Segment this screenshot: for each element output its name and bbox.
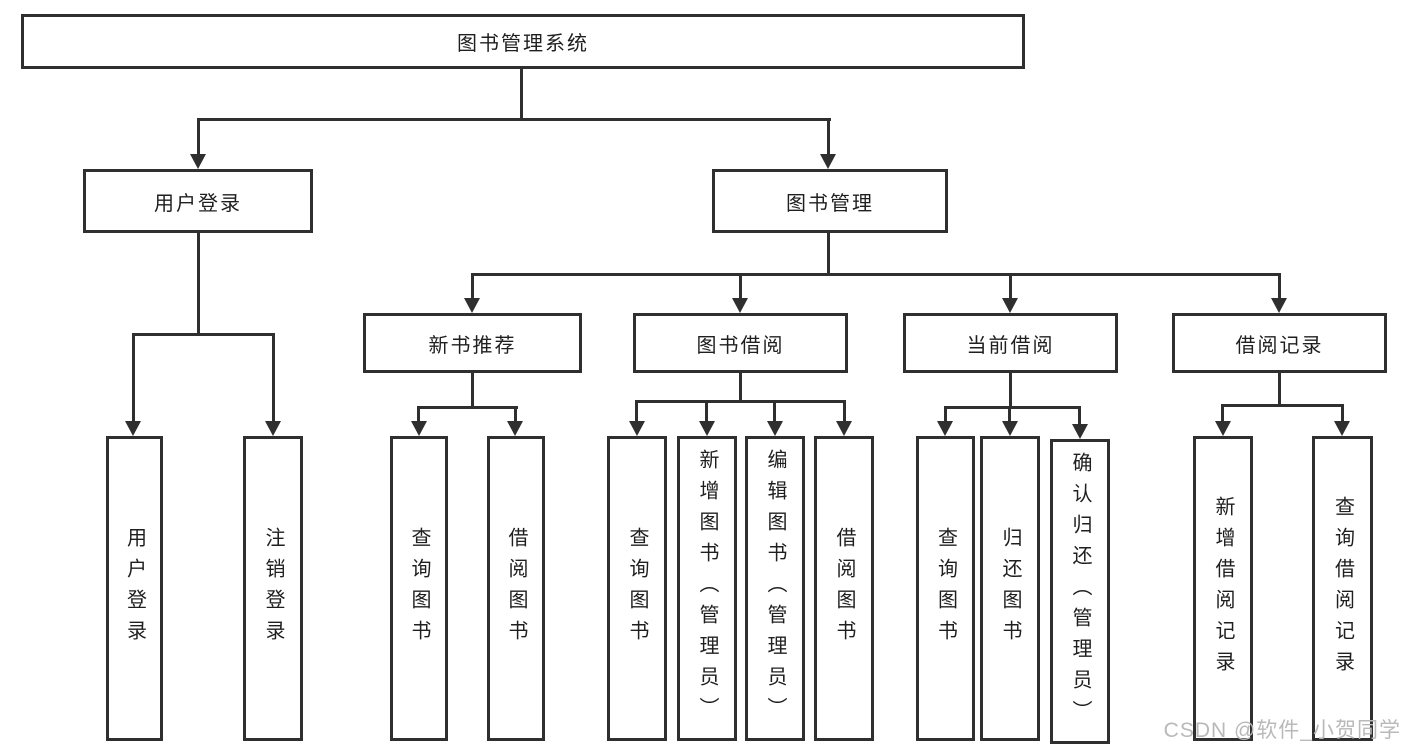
node-book-borrow-label: 图书借阅 (696, 334, 785, 357)
connector-line (1221, 406, 1224, 422)
leaf-borrow-edit-book-admin: 编辑图书（管理员） (745, 436, 805, 741)
connector-line (827, 120, 830, 155)
arrow-down-icon (1072, 424, 1088, 439)
connector-line (739, 275, 742, 299)
leaf-record-query-record-label: 查询借阅记录 (1331, 495, 1354, 682)
leaf-borrow-add-book-admin: 新增图书（管理员） (677, 436, 737, 741)
leaf-newbook-query-book-label: 查询图书 (408, 526, 430, 651)
arrow-down-icon (464, 298, 480, 313)
leaf-borrow-edit-book-admin-label: 编辑图书（管理员） (764, 449, 786, 728)
arrow-down-icon (265, 421, 281, 436)
arrow-down-icon (1334, 421, 1350, 436)
node-new-book-recommend: 新书推荐 (363, 313, 582, 373)
arrow-down-icon (1002, 421, 1018, 436)
connector-line (773, 402, 776, 422)
leaf-record-add-record-label: 新增借阅记录 (1212, 495, 1234, 682)
node-book-management: 图书管理 (712, 169, 948, 233)
node-current-borrow: 当前借阅 (903, 313, 1118, 373)
connector-line (739, 373, 742, 402)
leaf-user-login: 用户登录 (106, 436, 163, 741)
connector-line (705, 402, 708, 422)
arrow-down-icon (699, 421, 715, 436)
node-root: 图书管理系统 (21, 14, 1025, 69)
arrow-down-icon (507, 421, 523, 436)
leaf-current-confirm-return-admin: 确认归还（管理员） (1050, 439, 1110, 744)
arrow-down-icon (629, 421, 645, 436)
arrow-down-icon (767, 421, 783, 436)
node-user-login: 用户登录 (83, 169, 313, 233)
connector-line (1009, 275, 1012, 299)
node-new-book-recommend-label: 新书推荐 (428, 334, 517, 357)
leaf-record-add-record: 新增借阅记录 (1193, 436, 1253, 741)
connector-line (132, 335, 135, 422)
connector-line (1278, 373, 1281, 406)
connector-line (417, 406, 518, 409)
connector-line (132, 333, 275, 336)
leaf-current-query-book: 查询图书 (916, 436, 975, 741)
leaf-newbook-borrow-book: 借阅图书 (487, 436, 545, 741)
node-user-login-label: 用户登录 (154, 192, 242, 215)
arrow-down-icon (125, 421, 141, 436)
leaf-current-return-book-label: 归还图书 (999, 526, 1021, 651)
leaf-current-return-book: 归还图书 (980, 436, 1040, 741)
leaf-borrow-query-book-label: 查询图书 (626, 526, 648, 651)
arrow-down-icon (937, 421, 953, 436)
connector-line (1221, 404, 1344, 407)
connector-line (635, 400, 846, 403)
node-borrow-record: 借阅记录 (1172, 313, 1387, 373)
node-borrow-record-label: 借阅记录 (1235, 334, 1324, 357)
leaf-newbook-borrow-book-label: 借阅图书 (505, 526, 527, 651)
node-book-management-label: 图书管理 (786, 192, 874, 215)
connector-line (417, 408, 420, 422)
connector-line (197, 233, 200, 333)
arrow-down-icon (411, 421, 427, 436)
leaf-user-login-label: 用户登录 (123, 526, 146, 651)
leaf-newbook-query-book: 查询图书 (390, 436, 448, 741)
connector-line (1008, 408, 1011, 422)
arrow-down-icon (836, 421, 852, 436)
leaf-borrow-borrow-book: 借阅图书 (814, 436, 874, 741)
connector-line (843, 402, 846, 422)
connector-line (471, 275, 474, 299)
arrow-down-icon (190, 154, 206, 169)
node-root-label: 图书管理系统 (457, 33, 589, 55)
connector-line (471, 373, 474, 408)
connector-line (197, 118, 831, 121)
connector-line (1341, 406, 1344, 422)
leaf-logout-login-label: 注销登录 (262, 526, 284, 651)
arrow-down-icon (1002, 298, 1018, 313)
connector-line (1278, 275, 1281, 299)
connector-line (197, 120, 200, 155)
leaf-borrow-borrow-book-label: 借阅图书 (833, 526, 855, 651)
connector-line (944, 406, 1081, 409)
connector-line (635, 402, 638, 422)
leaf-borrow-query-book: 查询图书 (607, 436, 667, 741)
leaf-current-confirm-return-admin-label: 确认归还（管理员） (1069, 452, 1091, 731)
connector-line (1078, 408, 1081, 425)
node-current-borrow-label: 当前借阅 (966, 334, 1055, 357)
leaf-record-query-record: 查询借阅记录 (1312, 436, 1373, 741)
arrow-down-icon (732, 298, 748, 313)
connector-line (827, 233, 830, 275)
csdn-watermark: CSDN @软件_小贺同学 (1163, 719, 1401, 742)
connector-line (520, 69, 523, 119)
connector-line (272, 335, 275, 422)
connector-line (514, 408, 517, 422)
arrow-down-icon (1271, 298, 1287, 313)
leaf-current-query-book-label: 查询图书 (934, 526, 957, 651)
node-book-borrow: 图书借阅 (633, 313, 848, 373)
leaf-logout-login: 注销登录 (243, 436, 303, 741)
leaf-borrow-add-book-admin-label: 新增图书（管理员） (696, 449, 718, 728)
connector-line (471, 273, 1281, 276)
arrow-down-icon (820, 154, 836, 169)
connector-line (1009, 373, 1012, 408)
connector-line (944, 408, 947, 422)
arrow-down-icon (1215, 421, 1231, 436)
